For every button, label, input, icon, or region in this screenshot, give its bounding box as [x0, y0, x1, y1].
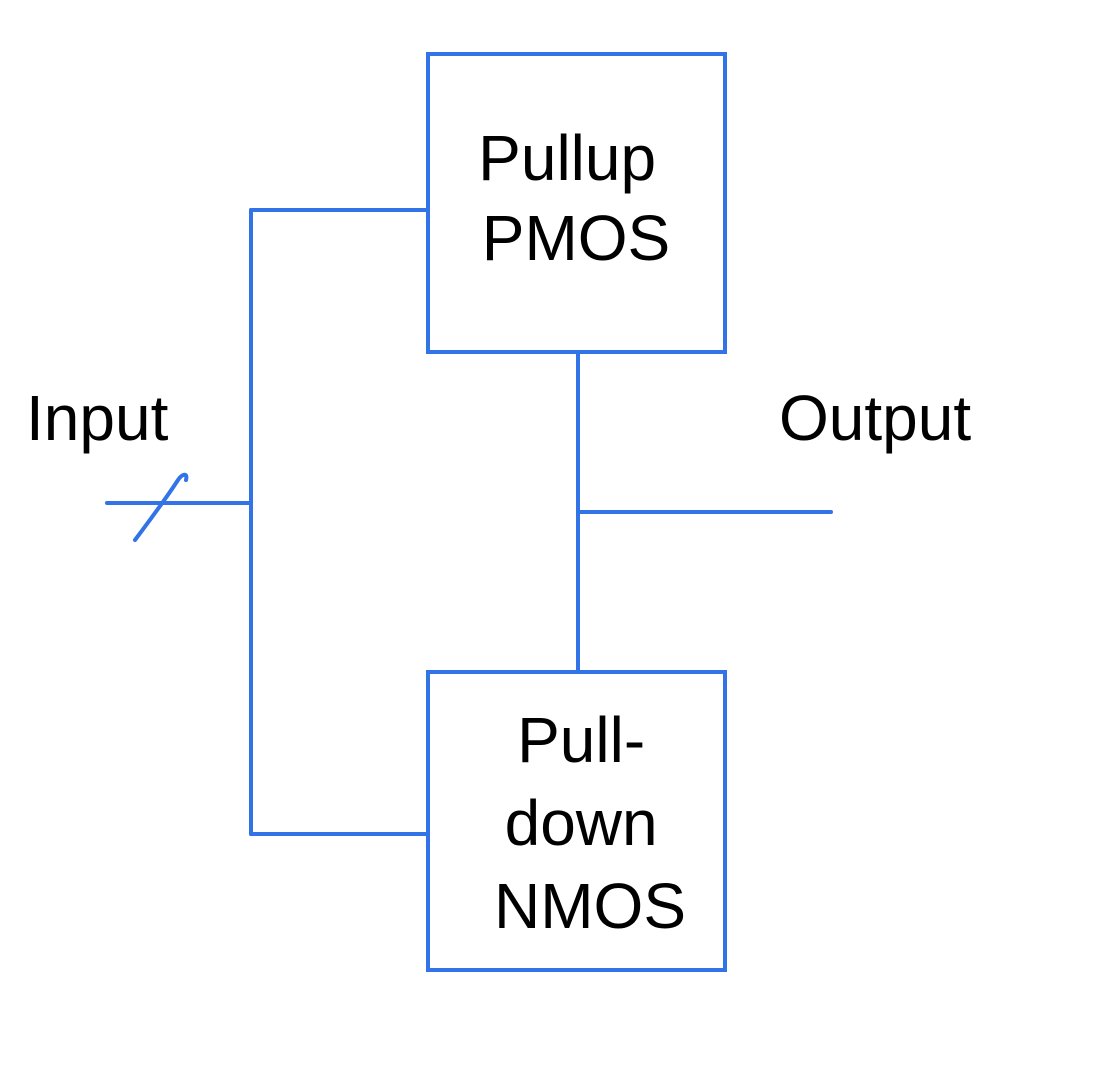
- pulldown-label-line-2: down: [505, 787, 658, 859]
- pullup-pmos-block: [426, 52, 727, 354]
- pulldown-nmos-block: [426, 670, 727, 972]
- input-label: Input: [26, 382, 169, 454]
- bus-slash-icon: [133, 472, 189, 542]
- pullup-label-line-2: PMOS: [482, 202, 670, 274]
- pulldown-label: Pull- down NMOS: [494, 704, 686, 942]
- pullup-label: Pullup PMOS: [478, 122, 674, 274]
- pulldown-label-line-1: Pull-: [517, 704, 645, 776]
- output-label: Output: [779, 382, 971, 454]
- pulldown-label-line-3: NMOS: [494, 870, 686, 942]
- pullup-label-line-1: Pullup: [478, 122, 656, 194]
